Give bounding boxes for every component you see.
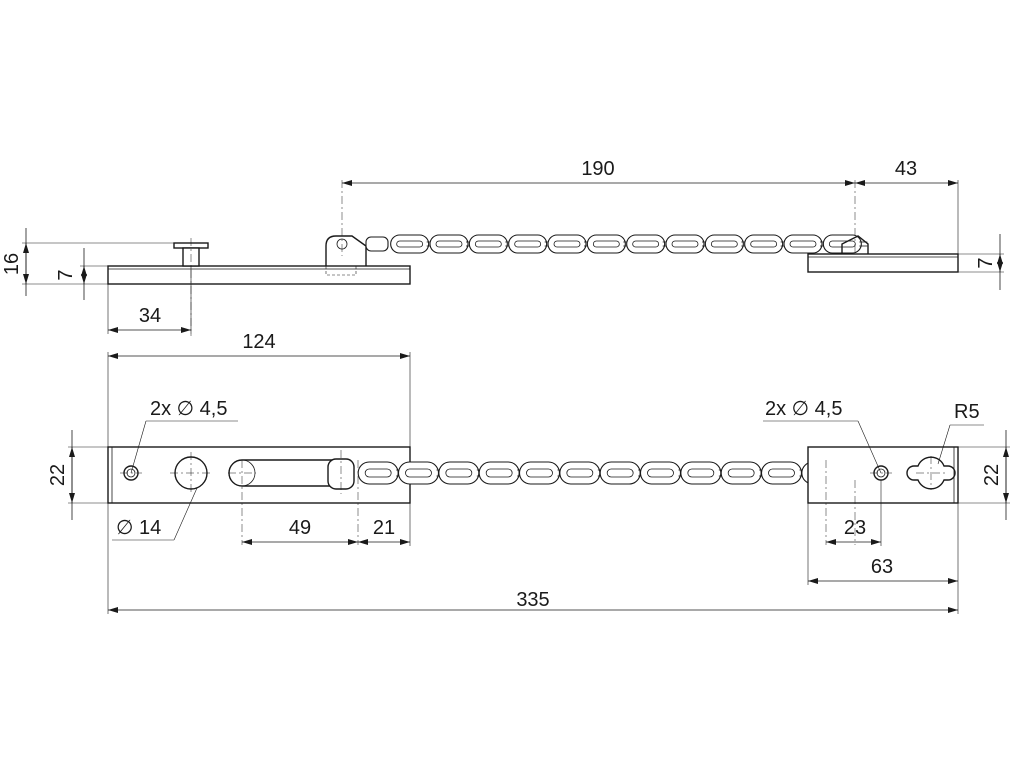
top-chain-link [438,461,485,485]
label-radius: R5 [954,401,980,423]
side-right-plate [807,253,959,273]
side-chain-link [626,234,671,254]
side-chain-link [783,234,828,254]
label-knob-diameter: ∅ 14 [116,517,161,539]
side-chain-link [429,234,474,254]
side-chain-bracket [325,180,389,276]
dim-124: 124 [242,331,275,353]
dim-34: 34 [139,305,161,327]
top-chain-link [559,461,606,485]
dim-49: 49 [289,517,311,539]
top-chain-link [680,461,727,485]
dim-23: 23 [844,517,866,539]
dim-21: 21 [373,517,395,539]
dim-22-right: 22 [981,464,1003,486]
top-chain-link [720,461,768,485]
side-chain [390,234,868,254]
dim-7-left: 7 [55,269,77,280]
dim-335: 335 [516,589,549,611]
side-view: 190 43 16 7 7 34 [1,158,1004,336]
dim-43: 43 [895,158,917,180]
top-chain-link [518,461,566,485]
top-chain-link [639,461,687,485]
top-chain [357,460,868,486]
side-left-plate [107,265,411,285]
top-chain-link [760,461,808,485]
side-chain-link [665,234,710,254]
side-chain-link [508,234,553,254]
top-chain-link [397,461,445,485]
dim-190: 190 [581,158,614,180]
dim-16: 16 [1,253,23,275]
side-chain-link [704,234,750,254]
side-chain-link [744,234,789,254]
side-chain-link [390,234,435,254]
side-chain-link [586,234,632,254]
label-hole-left: 2x ∅ 4,5 [150,398,227,420]
top-knob [170,452,212,494]
dim-7-right: 7 [975,257,997,268]
top-chain-link [478,461,526,485]
side-chain-link [547,234,592,254]
top-right-plate [807,446,959,504]
top-view: 2x ∅ 4,5 2x ∅ 4,5 R5 124 22 22 ∅ 14 [47,331,1010,614]
dim-22-left: 22 [47,464,69,486]
side-chain-link [468,234,514,254]
top-keyhole [906,456,956,490]
top-chain-link [599,461,647,485]
dim-63: 63 [871,556,893,578]
label-hole-right: 2x ∅ 4,5 [765,398,842,420]
top-slot [228,450,359,545]
